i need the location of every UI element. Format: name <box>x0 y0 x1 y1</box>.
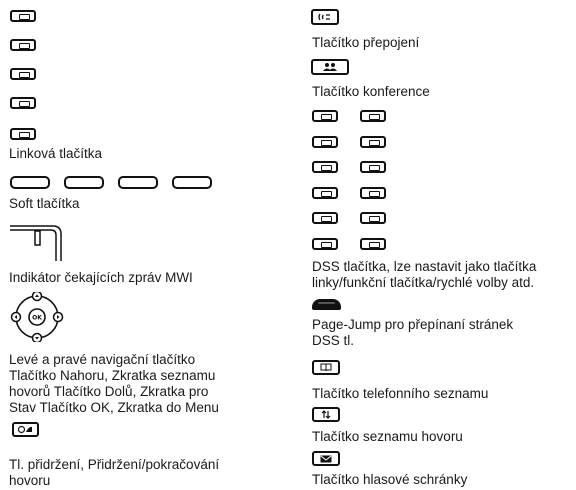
dss-label-line-1: DSS tlačítka, lze nastavit jako tlačítka <box>312 259 537 274</box>
line-key-1[interactable] <box>10 10 36 22</box>
line-key-3[interactable] <box>10 68 36 80</box>
transfer-button[interactable] <box>311 9 339 25</box>
nav-label-line-4: Stav Tlačítko OK, Zkratka do Menu <box>9 400 219 415</box>
dss-key-10[interactable] <box>360 212 386 224</box>
phonebook-icon <box>320 363 332 372</box>
dss-key-5[interactable] <box>312 161 338 173</box>
hold-button[interactable] <box>12 422 39 437</box>
page-jump-label-line-2: DSS tl. <box>312 333 355 348</box>
hold-phone-icon <box>17 425 32 434</box>
line-key-2[interactable] <box>10 39 36 51</box>
nav-label-line-1: Levé a pravé navigační tlačítko <box>9 352 196 367</box>
mwi-label: Indikátor čekajících zpráv MWI <box>9 270 193 285</box>
voicemail-label: Tlačítko hlasové schránky <box>312 472 468 487</box>
call-list-icon <box>321 410 331 419</box>
call-list-label: Tlačítko seznamu hovoru <box>312 429 463 444</box>
dss-key-6[interactable] <box>360 161 386 173</box>
transfer-icon <box>318 13 330 21</box>
phonebook-button[interactable] <box>312 360 340 375</box>
soft-key-1[interactable] <box>10 176 50 189</box>
dss-key-7[interactable] <box>312 187 338 199</box>
voicemail-button[interactable] <box>312 451 340 466</box>
conference-button[interactable] <box>311 59 349 75</box>
nav-label-line-3: hovorů Tlačítko Dolů, Zkratka pro <box>9 384 209 399</box>
dss-key-12[interactable] <box>360 238 386 250</box>
line-key-4[interactable] <box>10 97 36 109</box>
dss-key-8[interactable] <box>360 187 386 199</box>
nav-ok-text: OK <box>32 315 42 322</box>
hold-label-line-2: hovoru <box>9 473 51 488</box>
page-jump-label-line-1: Page-Jump pro přepínaní stránek <box>312 317 514 332</box>
line-keys-label: Linková tlačítka <box>9 146 103 161</box>
dss-key-3[interactable] <box>312 136 338 148</box>
dss-label-line-2: linky/funkční tlačítka/rychlé volby atd. <box>312 275 535 290</box>
hold-label-line-1: Tl. přidržení, Přidržení/pokračování <box>9 457 220 472</box>
dss-key-9[interactable] <box>312 212 338 224</box>
soft-keys-label: Soft tlačítka <box>9 196 80 211</box>
dss-key-11[interactable] <box>312 238 338 250</box>
line-key-5[interactable] <box>10 128 36 140</box>
dss-key-4[interactable] <box>360 136 386 148</box>
phonebook-label: Tlačítko telefonního seznamu <box>312 386 489 401</box>
nav-label-line-2: Tlačítko Nahoru, Zkratka seznamu <box>9 368 216 383</box>
conference-icon <box>323 63 337 71</box>
soft-key-2[interactable] <box>64 176 104 189</box>
envelope-icon <box>320 455 332 462</box>
dss-key-1[interactable] <box>312 110 338 122</box>
navigation-cluster-icon[interactable]: OK <box>10 292 64 342</box>
page-jump-highlight <box>318 302 335 304</box>
page-jump-button[interactable] <box>312 299 341 310</box>
conference-label: Tlačítko konference <box>312 84 430 99</box>
call-list-button[interactable] <box>312 407 340 422</box>
soft-key-4[interactable] <box>172 176 212 189</box>
dss-key-2[interactable] <box>360 110 386 122</box>
transfer-label: Tlačítko přepojení <box>312 35 420 50</box>
soft-key-3[interactable] <box>118 176 158 189</box>
mwi-indicator-icon <box>10 225 62 261</box>
